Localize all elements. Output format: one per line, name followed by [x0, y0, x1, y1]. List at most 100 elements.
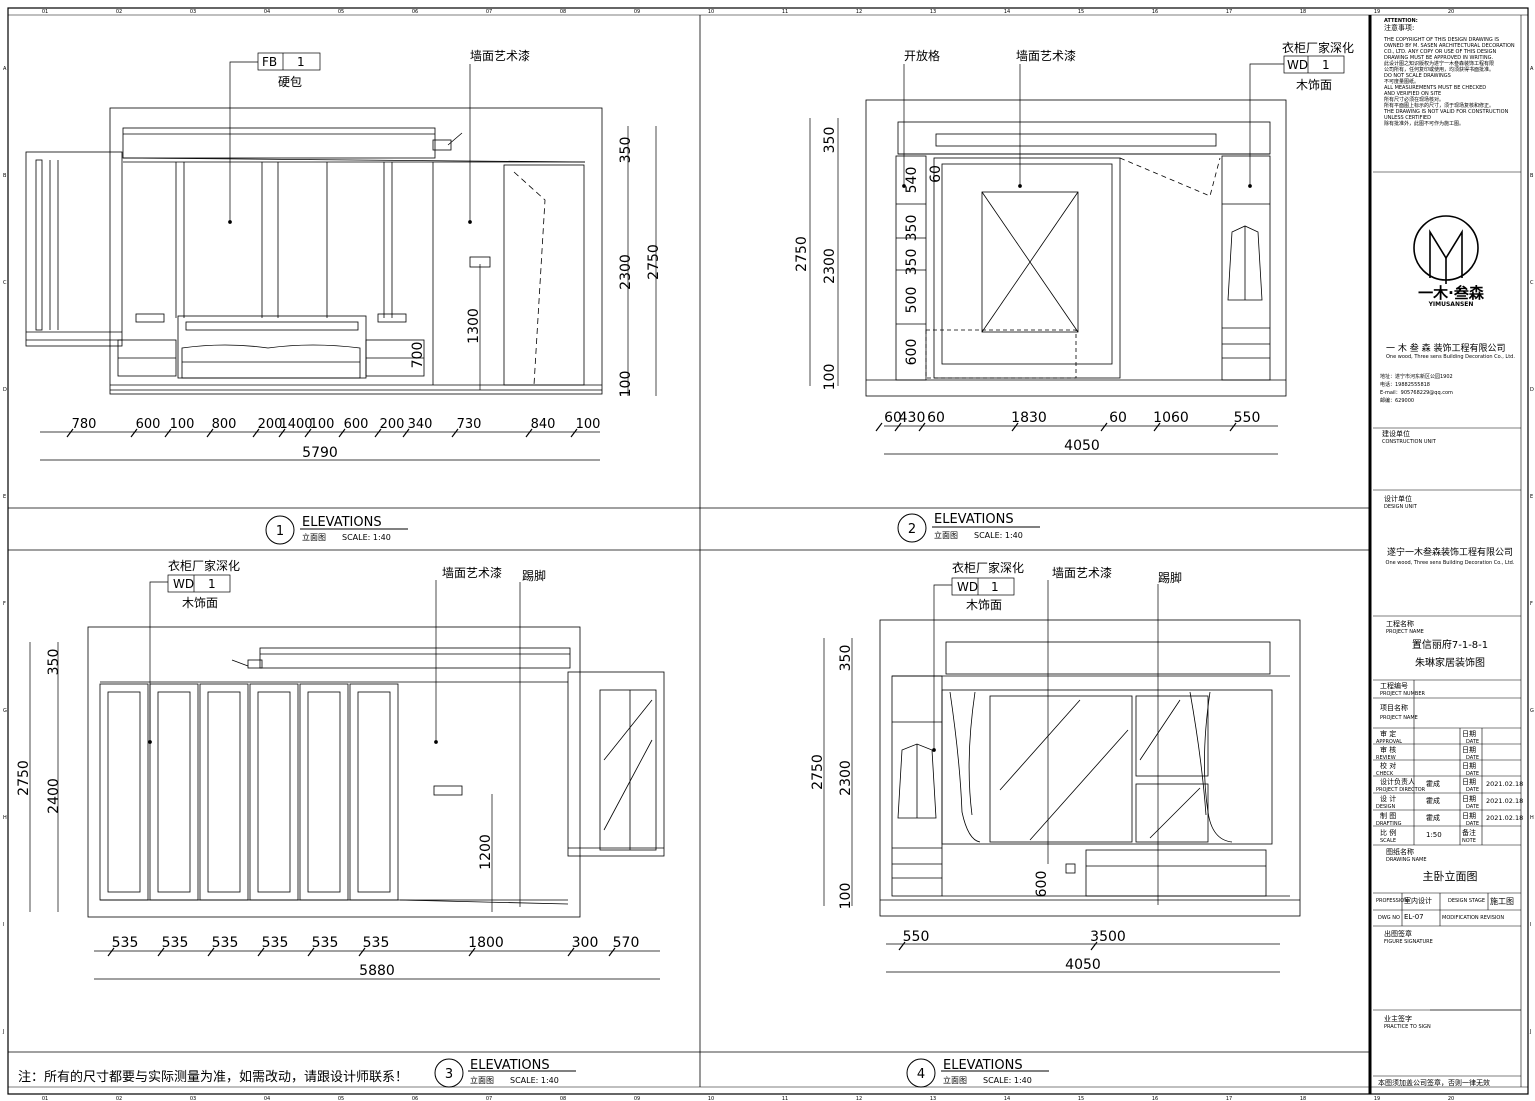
signoff-role-cn: 审 核	[1380, 746, 1397, 754]
signoff-name: 霍成	[1426, 797, 1440, 805]
signoff-date: 2021.02.18	[1486, 797, 1524, 805]
attention-line: ALL MEASUREMENTS MUST BE CHECKED	[1384, 85, 1487, 91]
column-tick: 18	[1300, 9, 1306, 15]
dimension-tick	[1153, 422, 1161, 432]
horizontal-dimension: 100	[310, 417, 335, 432]
dimension-tick	[570, 428, 578, 438]
total-dimension: 4050	[1064, 438, 1100, 454]
dimension-tick	[567, 947, 575, 957]
signoff-name: 霍成	[1426, 780, 1440, 788]
mod-rev-en: MODIFICATION REVISION	[1442, 915, 1505, 921]
column-tick: 20	[1448, 1096, 1454, 1101]
contact-line: 邮编：629000	[1380, 398, 1415, 404]
horizontal-dimension: 535	[212, 935, 239, 951]
signoff-date: 2021.02.18	[1486, 814, 1524, 822]
column-tick: 16	[1152, 9, 1158, 15]
v3-tag-code: WD	[173, 577, 194, 591]
horizontal-dimension: 535	[363, 935, 390, 951]
column-tick: 19	[1374, 9, 1380, 15]
dimension-tick	[451, 428, 459, 438]
vertical-dimension: 350	[904, 215, 920, 242]
signoff-role-en: CHECK	[1376, 771, 1394, 777]
signoff-date-en: DATE	[1466, 755, 1480, 761]
row-tick: H	[3, 815, 7, 821]
column-tick: 03	[190, 9, 196, 15]
project-title-cn: 工程名称	[1386, 620, 1414, 628]
horizontal-dimension: 535	[112, 935, 139, 951]
column-tick: 05	[338, 9, 344, 15]
dimension-tick	[898, 941, 906, 951]
horizontal-dimension: 800	[212, 417, 237, 432]
v1-wall-paint-label: 墙面艺术漆	[470, 49, 530, 63]
attention-line: CO., LTD. ANY COPY OR USE OF THIS DESIGN	[1384, 49, 1497, 55]
design-unit-en-name: One wood, Three sens Building Decoration…	[1385, 560, 1515, 566]
row-tick: E	[1530, 494, 1533, 500]
attention-line: OWNED BY M. SASEN ARCHITECTURAL DECORATI…	[1384, 43, 1515, 49]
row-tick: D	[3, 387, 7, 393]
dimension-tick	[608, 947, 616, 957]
vertical-dimension: 350	[904, 249, 920, 276]
view-2-subtitle: 立面图	[934, 530, 958, 540]
horizontal-dimension: 1830	[1011, 410, 1047, 426]
vertical-dimension: 100	[618, 371, 634, 398]
column-tick: 12	[856, 1096, 862, 1101]
horizontal-dimension: 100	[170, 417, 195, 432]
horizontal-dimension: 570	[613, 935, 640, 951]
dimension-tick	[206, 428, 214, 438]
dimension-tick	[307, 947, 315, 957]
vertical-dimension: 2750	[646, 244, 662, 280]
total-dimension: 4050	[1065, 957, 1101, 973]
dwg-no: EL-07	[1404, 913, 1424, 921]
dimension-tick	[875, 422, 883, 432]
column-tick: 01	[42, 9, 48, 15]
view-4-subtitle: 立面图	[943, 1075, 967, 1085]
column-tick: 08	[560, 9, 566, 15]
column-tick: 11	[782, 9, 788, 15]
view-4-number: 4	[917, 1067, 925, 1082]
attention-heading: ATTENTION:	[1384, 18, 1418, 24]
horizontal-dimension: 430	[899, 410, 926, 426]
owner-sign-en: PRACTICE TO SIGN	[1384, 1024, 1431, 1030]
attention-line: 公司所有，任何复印或使用，均须获得书面批准。	[1384, 67, 1495, 73]
signoff-role-cn: 审 定	[1380, 730, 1397, 738]
v2-tag-label: 木饰面	[1296, 78, 1332, 92]
column-tick: 16	[1152, 1096, 1158, 1101]
attention-line: 不可度量图纸。	[1384, 79, 1420, 85]
attention-line: 所有平面图上标示的尺寸，须于现场复核和修正。	[1384, 103, 1495, 109]
column-tick: 06	[412, 1096, 418, 1101]
dwg-no-en: DWG NO	[1378, 915, 1400, 921]
vertical-dimension: 2300	[822, 248, 838, 284]
signoff-date-en: DATE	[1466, 739, 1480, 745]
view-title-3: 3 ELEVATIONS 立面图 SCALE: 1:40	[434, 1058, 576, 1088]
attention-cn: 注意事项:	[1384, 24, 1415, 32]
view-2-title: ELEVATIONS	[934, 512, 1014, 527]
column-tick: 09	[634, 1096, 640, 1101]
view-4-scale: SCALE: 1:40	[983, 1076, 1032, 1085]
horizontal-dimension: 535	[312, 935, 339, 951]
column-tick: 01	[42, 1096, 48, 1101]
row-tick: I	[1530, 922, 1531, 928]
dimension-tick	[1229, 422, 1237, 432]
view-3-scale: SCALE: 1:40	[510, 1076, 559, 1085]
dimension-tick	[374, 428, 382, 438]
horizontal-dimension: 340	[408, 417, 433, 432]
v3-tag-label: 木饰面	[182, 596, 218, 610]
v1-tag-code: FB	[262, 55, 277, 69]
vertical-dimension: 700	[410, 342, 426, 369]
attention-line: DRAWING MUST BE APPROVED IN WRITING.	[1384, 55, 1494, 61]
elevation-4-labels: 衣柜厂家深化 WD 1 木饰面 墙面艺术漆 踢脚	[952, 560, 1182, 612]
attention-line: 此设计图之知识版权为遂宁一木叁森装饰工程有限	[1384, 61, 1495, 67]
total-dimension: 5880	[359, 963, 395, 979]
signoff-role-cn: 设 计	[1380, 795, 1397, 803]
dimension-tick	[358, 947, 366, 957]
vertical-dimension: 350	[46, 649, 62, 676]
company-logo	[1413, 215, 1479, 284]
column-tick: 04	[264, 9, 270, 15]
v2-open-shelf-label: 开放格	[904, 48, 940, 63]
item-name-cn: 项目名称	[1380, 704, 1408, 712]
scale-value: 1:50	[1426, 831, 1442, 839]
dimension-tick	[252, 428, 260, 438]
